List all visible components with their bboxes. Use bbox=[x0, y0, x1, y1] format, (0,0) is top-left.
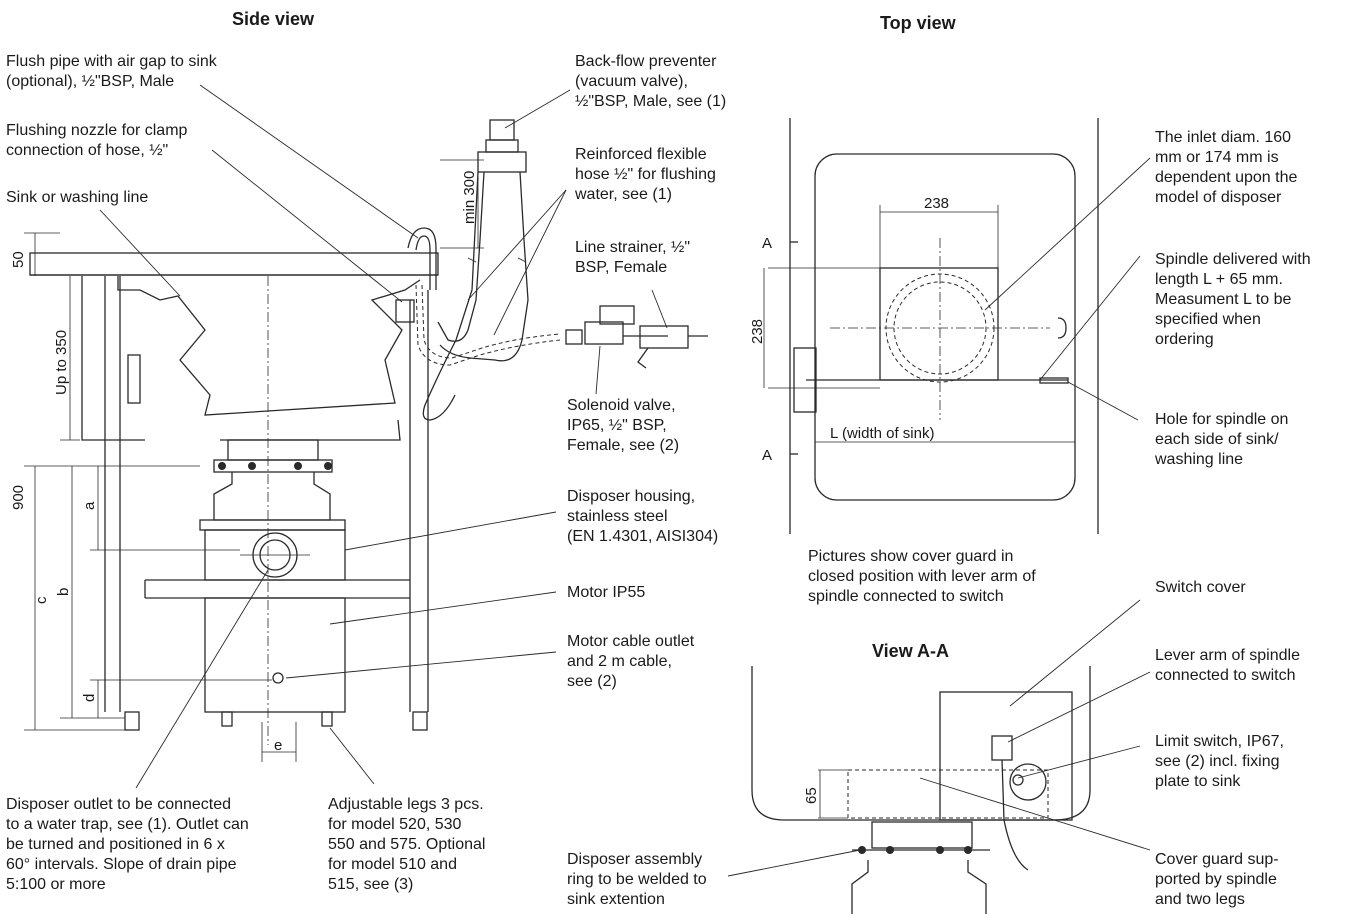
dim-b: b bbox=[55, 588, 72, 596]
label-sink: Sink or washing line bbox=[6, 189, 149, 206]
dim-900: 900 bbox=[10, 485, 27, 510]
label-flexible-hose: Reinforced flexible hose ½" for flushing… bbox=[575, 146, 716, 203]
section-marker-a-bottom: A bbox=[762, 447, 772, 464]
dim-e: e bbox=[274, 737, 282, 754]
label-motor: Motor IP55 bbox=[567, 584, 646, 601]
label-disposer-housing: Disposer housing, stainless steel (EN 1.… bbox=[567, 488, 719, 545]
view-aa-drawing bbox=[751, 666, 1091, 914]
view-aa-title: View A-A bbox=[872, 641, 950, 661]
label-disposer-outlet: Disposer outlet to be connected to a wat… bbox=[6, 796, 249, 893]
top-view-title: Top view bbox=[880, 13, 956, 33]
label-backflow-preventer: Back-flow preventer (vacuum valve), ½"BS… bbox=[575, 53, 727, 110]
section-marker-a-top: A bbox=[762, 235, 772, 252]
label-flushing-nozzle: Flushing nozzle for clamp connection of … bbox=[6, 122, 188, 159]
label-spindle-hole: Hole for spindle on each side of sink/ w… bbox=[1155, 411, 1289, 468]
dim-65: 65 bbox=[803, 787, 820, 804]
label-solenoid-valve: Solenoid valve, IP65, ½" BSP, Female, se… bbox=[567, 397, 680, 454]
dim-c: c bbox=[33, 596, 50, 604]
view-aa-ring-bolts bbox=[858, 846, 972, 854]
label-flush-pipe: Flush pipe with air gap to sink (optiona… bbox=[6, 53, 217, 90]
dim-238-width: 238 bbox=[924, 195, 949, 212]
view-aa-leaders bbox=[727, 599, 1151, 877]
label-adjustable-legs: Adjustable legs 3 pcs. for model 520, 53… bbox=[328, 796, 486, 893]
label-switch-cover: Switch cover bbox=[1155, 579, 1246, 596]
dim-d: d bbox=[81, 694, 98, 702]
side-view-leaders bbox=[99, 84, 668, 789]
top-view-leaders bbox=[984, 157, 1151, 421]
label-inlet-diameter: The inlet diam. 160 mm or 174 mm is depe… bbox=[1155, 129, 1298, 206]
label-cover-guard: Cover guard sup- ported by spindle and t… bbox=[1155, 851, 1279, 908]
dim-50: 50 bbox=[10, 251, 27, 268]
dim-a: a bbox=[81, 501, 98, 510]
label-pictures-note: Pictures show cover guard in closed posi… bbox=[808, 548, 1036, 605]
label-motor-cable: Motor cable outlet and 2 m cable, see (2… bbox=[567, 633, 695, 690]
dim-238-height: 238 bbox=[749, 319, 766, 344]
side-view-drawing bbox=[29, 119, 708, 745]
label-lever-arm: Lever arm of spindle connected to switch bbox=[1155, 647, 1300, 684]
label-line-strainer: Line strainer, ½" BSP, Female bbox=[575, 239, 691, 276]
label-limit-switch: Limit switch, IP67, see (2) incl. fixing… bbox=[1155, 733, 1284, 790]
dim-min-300: min 300 bbox=[461, 171, 478, 224]
label-spindle: Spindle delivered with length L + 65 mm.… bbox=[1155, 251, 1311, 348]
dim-l-width-of-sink: L (width of sink) bbox=[830, 425, 934, 442]
side-view-title: Side view bbox=[232, 9, 315, 29]
label-assembly-ring: Disposer assembly ring to be welded to s… bbox=[567, 851, 707, 908]
assembly-ring-bolts bbox=[218, 462, 332, 470]
side-view-dimensions bbox=[24, 152, 484, 762]
dim-up-to-350: Up to 350 bbox=[53, 330, 70, 395]
top-view-drawing bbox=[763, 118, 1099, 534]
